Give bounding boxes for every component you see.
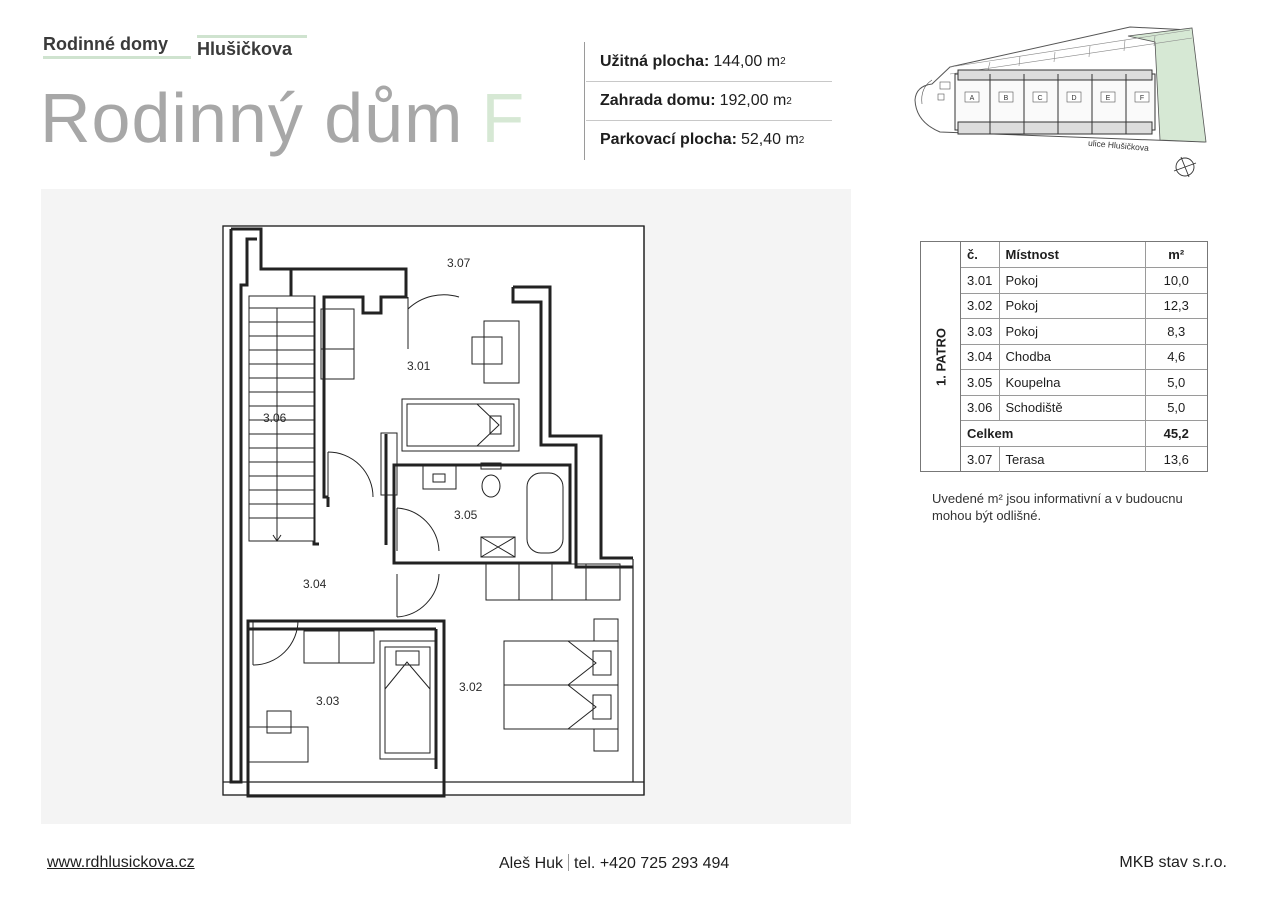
- highlighted-plot: [1127, 27, 1207, 143]
- cell-room: Schodiště: [999, 395, 1146, 421]
- floor-plan: 3.07 3.01 3.06 3.05 3.04 3.02 3.03: [222, 225, 645, 798]
- room-label-303: 3.03: [316, 694, 340, 708]
- room-label-307: 3.07: [447, 256, 471, 270]
- room-label-305: 3.05: [454, 508, 478, 522]
- cell-no: 3.01: [961, 267, 1000, 294]
- house-label-c: C: [1037, 95, 1042, 102]
- cell-room: Koupelna: [999, 369, 1146, 396]
- cell-room: Terasa: [999, 446, 1146, 472]
- cell-room: Pokoj: [999, 293, 1146, 319]
- title-main: Rodinný dům: [40, 79, 464, 157]
- contact-name: Aleš Huk: [499, 855, 564, 872]
- stats-divider: [584, 42, 585, 160]
- cell-area: 10,0: [1145, 267, 1207, 294]
- cell-area: 12,3: [1145, 293, 1207, 319]
- stat-value: 144,00 m: [713, 52, 781, 70]
- cell-area: 5,0: [1145, 369, 1207, 396]
- site-plan-map: A B C D E F ulice Hlušičkova: [914, 26, 1207, 178]
- contact-separator: [568, 854, 570, 871]
- stat-unit-sup: 2: [780, 56, 786, 67]
- brand-line-1: Rodinné domy: [43, 34, 168, 54]
- cell-room: Pokoj: [999, 318, 1146, 345]
- stat-value: 52,40 m: [740, 131, 799, 148]
- col-header-room: Místnost: [999, 242, 1146, 268]
- room-label-306: 3.06: [263, 411, 287, 425]
- brand-underline-1: [43, 56, 191, 59]
- house-label-b: B: [1004, 95, 1009, 102]
- cell-no: 3.02: [961, 293, 1000, 319]
- cell-area: 8,3: [1145, 318, 1207, 345]
- cell-no: 3.06: [961, 395, 1000, 421]
- row-houses: [954, 69, 1156, 135]
- stat-unit-sup: 2: [798, 134, 805, 146]
- room-label-301: 3.01: [407, 359, 431, 373]
- table-header-row: č. Místnost m²: [961, 242, 1207, 268]
- brand-underline-2: [197, 35, 307, 38]
- cell-no: 3.05: [961, 369, 1000, 396]
- cell-room: Chodba: [999, 344, 1146, 370]
- company-name: MKB stav s.r.o.: [1119, 854, 1227, 871]
- contact-phone[interactable]: tel. +420 725 293 494: [574, 855, 730, 872]
- street-label: ulice Hlušičkova: [1088, 138, 1150, 153]
- north-arrow-icon: [1173, 156, 1197, 178]
- house-label-d: D: [1071, 95, 1076, 102]
- cell-room: Pokoj: [999, 267, 1146, 294]
- stat-unit-sup: 2: [786, 95, 792, 107]
- room-label-302: 3.02: [459, 680, 483, 694]
- brand-line-2: Hlušičkova: [197, 39, 293, 59]
- stat-value: 192,00 m: [719, 92, 787, 109]
- cell-area: 4,6: [1145, 344, 1207, 370]
- contact-info: Aleš Huk tel. +420 725 293 494: [499, 854, 729, 873]
- website-link[interactable]: www.rdhlusickova.cz: [47, 854, 195, 871]
- col-header-area: m²: [1145, 242, 1207, 268]
- cell-total-label: Celkem: [961, 420, 1146, 447]
- house-label-a: A: [970, 95, 975, 102]
- cell-no: 3.04: [961, 344, 1000, 370]
- cell-area: 5,0: [1145, 395, 1207, 421]
- col-header-no: č.: [961, 242, 1000, 268]
- stat-label: Parkovací plocha:: [600, 131, 737, 148]
- cell-no: 3.07: [961, 446, 1000, 472]
- cell-total-area: 45,2: [1145, 420, 1207, 447]
- house-label-f: F: [1140, 95, 1144, 102]
- house-label-e: E: [1106, 95, 1111, 102]
- cell-no: 3.03: [961, 318, 1000, 345]
- floor-label-text: 1. PATRO: [933, 327, 948, 386]
- floor-label: 1. PATRO: [921, 242, 961, 471]
- stat-label: Užitná plocha:: [600, 52, 710, 70]
- title-house-letter: F: [481, 79, 526, 157]
- stat-label: Zahrada domu:: [600, 92, 716, 109]
- disclaimer-note: Uvedené m² jsou informativní a v budoucn…: [932, 491, 1183, 523]
- cell-area: 13,6: [1163, 451, 1189, 467]
- room-label-304: 3.04: [303, 577, 327, 591]
- brand-logo: Rodinné domy Hlušičkova: [43, 34, 313, 64]
